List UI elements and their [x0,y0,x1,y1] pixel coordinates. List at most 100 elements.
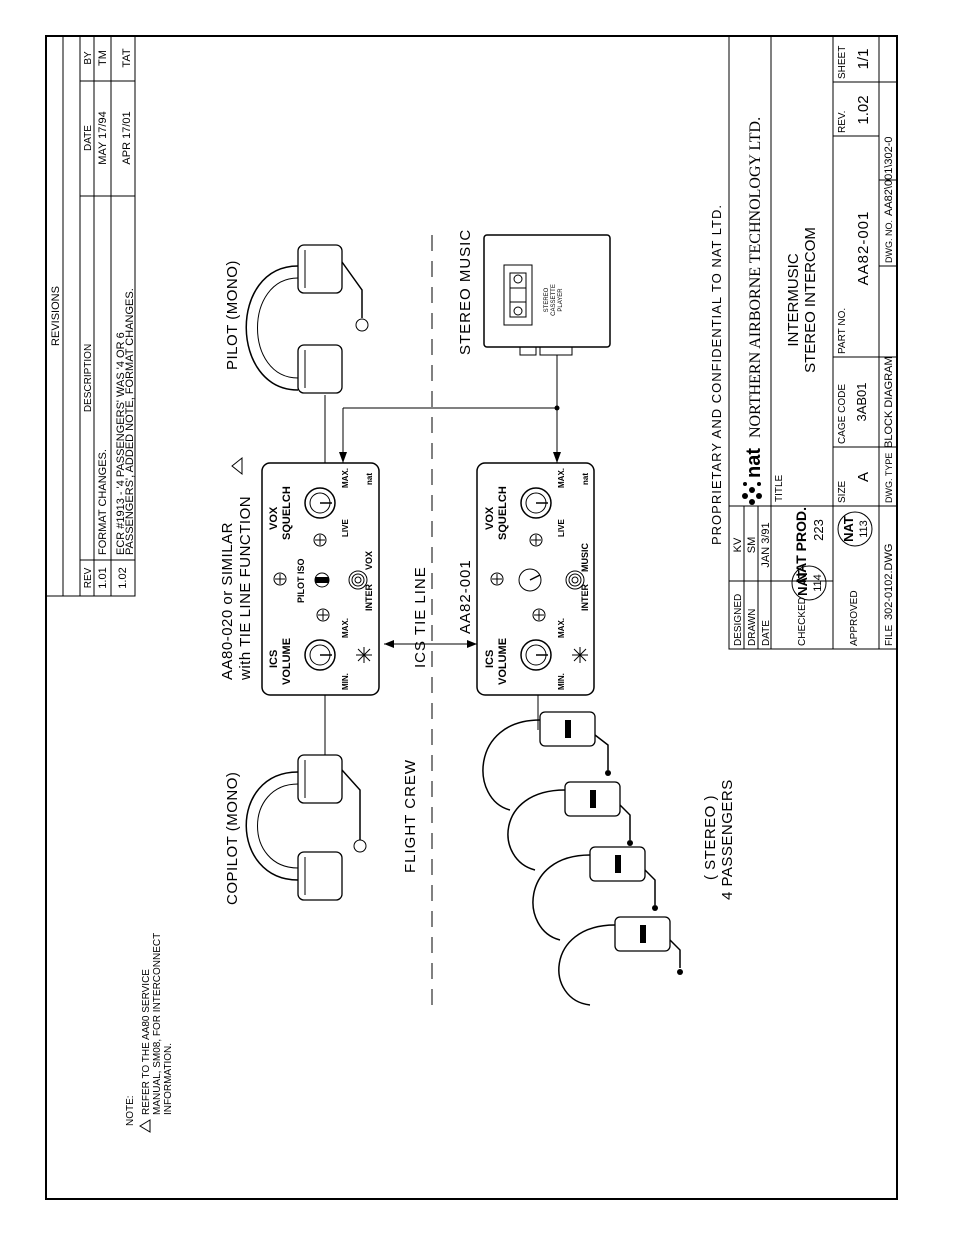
aa82-squelch-label: SQUELCH [497,486,509,540]
revisions-title: REVISIONS [50,286,62,346]
stamp-3-num: 113 [858,520,870,538]
size-label: SIZE [837,480,848,503]
ics-tie-line-label: ICS TIE LINE [412,566,429,668]
date-label: DATE [761,620,772,646]
designed-label: DESIGNED [733,594,744,646]
rev-label: REV. [837,111,848,133]
copilot-label: COPILOT (MONO) [224,772,241,905]
cage-code-value: 3AB01 [854,382,869,421]
rev-header: REV [83,567,94,588]
note-title: NOTE: [125,1095,136,1126]
aa82-label: AA82-001 [457,559,474,634]
part-no-label: PART NO. [837,308,848,354]
aa82-volume-label: VOLUME [497,638,509,685]
passenger-headset-2-icon [507,781,633,871]
title-line-1: INTERMUSIC [785,253,802,347]
title-line-2: STEREO INTERCOM [802,227,819,373]
approved-label: APPROVED [849,590,860,646]
rev-row-1-rev: 1.01 [97,567,109,588]
aa80-inter-label: INTER [364,583,374,611]
sheet-value: 1/1 [855,49,872,70]
aa80-panel: ICS VOLUME MIN. MAX. PILOT ISO INTER VOX… [261,462,380,696]
drawn-label: DRAWN [747,609,758,646]
note-line-3: INFORMATION. [163,1043,174,1115]
proprietary-notice: PROPRIETARY AND CONFIDENTIAL TO NAT LTD. [709,204,724,545]
nat-logo: nat [742,448,765,505]
aa82-min-label: MIN. [557,673,566,690]
company-name: NORTHERN AIRBORNE TECHNOLOGY LTD. [747,117,764,438]
aa80-pilot-iso-label: PILOT ISO [296,558,306,603]
stamp-nat-prod: NAT PROD. [793,507,809,583]
drawn-value: SM [746,537,758,554]
aa80-ics-label: ICS [268,650,280,668]
aa82-max2-label: MAX. [557,468,566,488]
flight-crew-label: FLIGHT CREW [402,759,419,873]
passenger-headset-3-icon [532,846,658,941]
cassette-label-3: PLAYER [558,288,564,312]
cage-code-label: CAGE CODE [837,384,848,444]
stamp-1-top: NAT [795,570,810,596]
rev-row-2-by: TAT [121,48,133,67]
aa80-volume-label: VOLUME [281,638,293,685]
rev-row-1-desc: FORMAT CHANGES. [97,449,109,555]
designed-value: KV [732,537,744,552]
stamp-1-num: 114 [812,574,824,592]
file-value: 302-0102.DWG [883,544,895,620]
aa82-max-label: MAX. [557,618,566,638]
sheet-label: SHEET [837,46,848,79]
aa82-panel: ICS VOLUME MIN. MAX. INTER MUSIC VOX SQU… [476,462,595,696]
cassette-label-1: STEREO [544,287,550,312]
stamp-3-top: NAT [841,516,856,542]
passengers-label: 4 PASSENGERS [719,779,736,900]
rev-row-2-desc-2: PASSENGERS', ADDED NOTE, FORMAT CHANGES. [124,288,136,555]
dwg-type-value: BLOCK DIAGRAM [883,356,895,448]
dwg-no-value: AA82\001\302-0 [883,136,895,216]
note-line-1: REFER TO THE AA80 SERVICE [141,969,152,1115]
aa80-note-triangle [231,456,243,476]
aa80-max-label: MAX. [341,618,350,638]
cassette-player-icon: STEREO CASSETTE PLAYER [483,234,611,356]
aa82-nat-label: nat [581,473,590,485]
description-header: DESCRIPTION [83,344,94,412]
stamp-nat-113 [837,511,873,547]
aa82-ics-label: ICS [484,650,496,668]
title-block: PROPRIETARY AND CONFIDENTIAL TO NAT LTD.… [709,35,898,650]
rev-value: 1.02 [855,95,872,124]
passenger-headset-1-icon [482,711,611,811]
passenger-headset-4-icon [558,916,683,1006]
stereo-label: ( STEREO ) [702,795,719,880]
aa80-label-line2: with TIE LINE FUNCTION [237,496,254,681]
aa82-live-label: LIVE [557,519,566,537]
title-label: TITLE [774,474,785,502]
rev-row-2-date: APR 17/01 [121,111,133,164]
ics-tie-line-arrow [384,640,477,648]
pilot-headset-icon [245,244,369,394]
rev-row-2-rev: 1.02 [117,567,129,588]
stamp-nat-114 [791,565,827,601]
aa80-label-line1: AA80-020 or SIMILAR [219,522,236,680]
logo-text: nat [743,448,765,478]
copilot-headset-icon [245,754,367,901]
aa82-music-label: MUSIC [580,543,590,573]
aa80-live-label: LIVE [341,519,350,537]
rev-row-2-desc-1: ECR #1913 - '4 PASSENGERS' WAS '4 OR 6 [115,332,127,555]
by-header: BY [83,51,94,65]
aa82-inter-label: INTER [580,583,590,611]
pilot-label: PILOT (MONO) [224,260,241,370]
aa82-vox-title: VOX [484,506,496,530]
music-feed-lines [339,355,561,463]
checked-label: CHECKED [797,597,808,646]
part-no-value: AA82-001 [855,211,872,286]
aa80-vox-label: VOX [364,551,374,570]
aa80-squelch-label: SQUELCH [281,486,293,540]
rev-row-1-date: MAY 17/94 [97,111,109,164]
revisions-table: REVISIONS REV DESCRIPTION DATE BY 1.01 F… [46,35,136,597]
aa80-vox-title: VOX [268,506,280,530]
note-line-2: MANUAL, SM08, FOR INTERCONNECT [152,933,163,1115]
date-value: JAN 3/91 [760,522,772,567]
aa80-nat-label: nat [365,473,374,485]
size-value: A [855,472,872,482]
dwg-no-label: DWG. NO. [884,220,894,263]
date-header: DATE [83,125,94,151]
